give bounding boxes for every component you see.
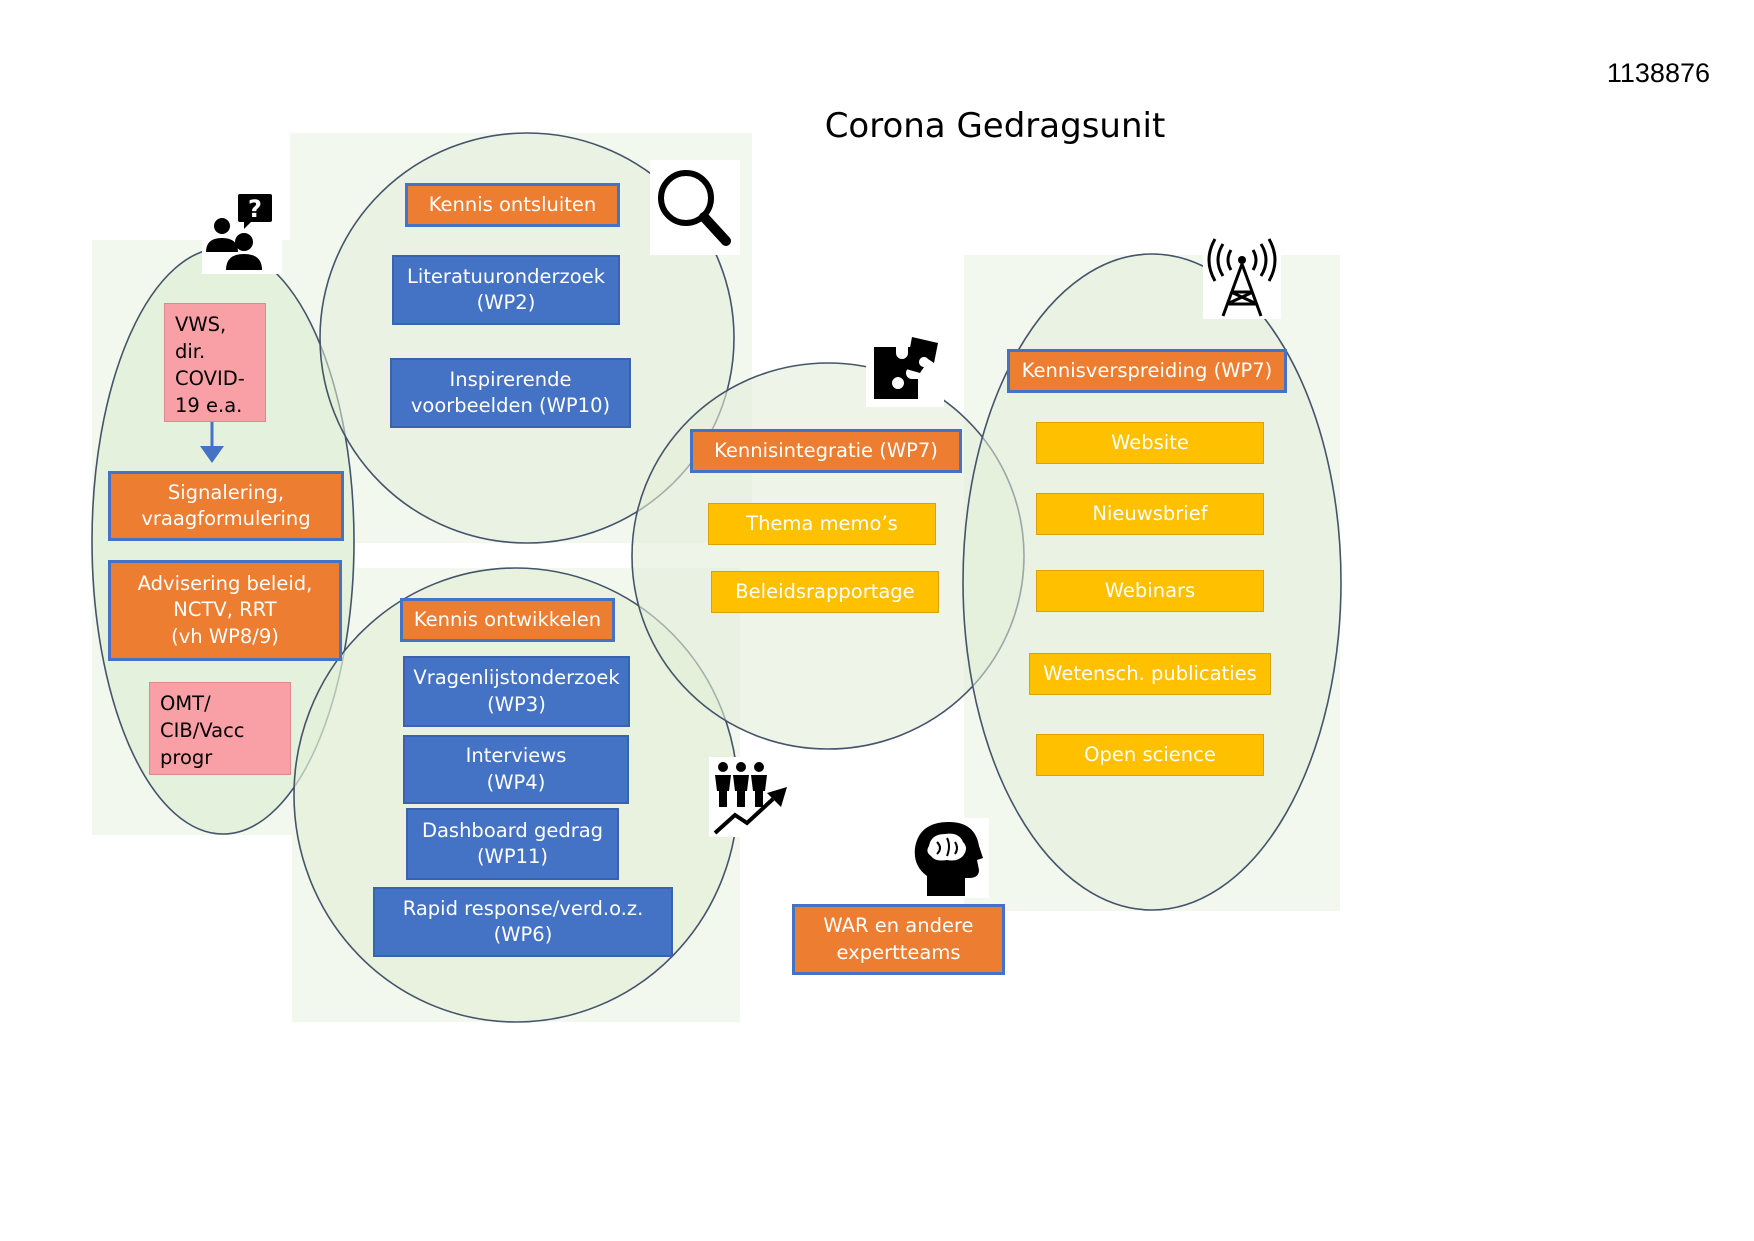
- integratie-item-label: Beleidsrapportage: [735, 579, 915, 603]
- advisering-label: Advisering beleid, NCTV, RRT (vh WP8/9): [137, 572, 313, 648]
- kennis-ontwikkelen-heading: Kennis ontwikkelen: [400, 598, 615, 642]
- expertteams-box: WAR en andere expertteams: [792, 904, 1005, 975]
- kennisverspreiding-heading: Kennisverspreiding (WP7): [1007, 349, 1287, 393]
- signalering-label: Signalering, vraagformulering: [141, 480, 311, 530]
- verspreiding-item: Webinars: [1036, 570, 1264, 612]
- advisering-box: Advisering beleid, NCTV, RRT (vh WP8/9): [108, 560, 342, 661]
- kennis-ontwikkelen-label: Kennis ontwikkelen: [413, 607, 602, 631]
- ontwikkelen-item-label: Rapid response/verd.o.z. (WP6): [402, 896, 644, 946]
- ontwikkelen-item-label: Dashboard gedrag (WP11): [421, 818, 604, 868]
- stakeholder-vws-box: VWS, dir. COVID- 19 e.a.: [164, 303, 266, 422]
- crowd-growth-icon: [709, 757, 795, 837]
- verspreiding-item: Website: [1036, 422, 1264, 464]
- verspreiding-item-label: Open science: [1084, 742, 1216, 766]
- verspreiding-item-label: Website: [1111, 430, 1189, 454]
- ontsluiten-item-label: Inspirerende voorbeelden (WP10): [410, 367, 611, 417]
- svg-text:?: ?: [248, 195, 262, 223]
- kennisintegratie-heading: Kennisintegratie (WP7): [690, 429, 962, 473]
- signalering-box: Signalering, vraagformulering: [108, 471, 344, 541]
- ontwikkelen-item: Dashboard gedrag (WP11): [406, 808, 619, 880]
- ontsluiten-item: Inspirerende voorbeelden (WP10): [390, 358, 631, 428]
- brain-head-icon: [909, 818, 989, 898]
- stakeholder-omt-label: OMT/ CIB/Vacc progr: [160, 692, 245, 769]
- ontwikkelen-item-label: Vragenlijstonderzoek (WP3): [413, 666, 620, 716]
- ontwikkelen-item-label: Interviews (WP4): [465, 744, 567, 794]
- verspreiding-item: Nieuwsbrief: [1036, 493, 1264, 535]
- verspreiding-item-label: Nieuwsbrief: [1092, 501, 1208, 525]
- magnifier-icon: [650, 160, 740, 255]
- stakeholder-omt-box: OMT/ CIB/Vacc progr: [149, 682, 291, 775]
- integratie-item: Thema memo’s: [708, 503, 936, 545]
- ontwikkelen-item: Interviews (WP4): [403, 735, 629, 804]
- integratie-item: Beleidsrapportage: [711, 571, 939, 613]
- puzzle-icon: [866, 333, 944, 407]
- ontwikkelen-item: Rapid response/verd.o.z. (WP6): [373, 887, 673, 957]
- expertteams-label: WAR en andere expertteams: [823, 914, 974, 964]
- kennis-ontsluiten-label: Kennis ontsluiten: [428, 192, 597, 216]
- kennisverspreiding-label: Kennisverspreiding (WP7): [1021, 358, 1273, 382]
- verspreiding-item: Open science: [1036, 734, 1264, 776]
- verspreiding-item: Wetensch. publicaties: [1029, 653, 1271, 695]
- kennisintegratie-label: Kennisintegratie (WP7): [714, 438, 938, 462]
- stakeholder-vws-label: VWS, dir. COVID- 19 e.a.: [175, 313, 245, 417]
- broadcast-tower-icon: [1203, 236, 1281, 319]
- verspreiding-item-label: Webinars: [1104, 578, 1196, 602]
- ontsluiten-circle: [319, 132, 735, 544]
- diagram-title: Corona Gedragsunit: [824, 106, 1166, 146]
- verspreiding-item-label: Wetensch. publicaties: [1043, 661, 1257, 685]
- ontwikkelen-item: Vragenlijstonderzoek (WP3): [403, 656, 630, 727]
- document-id: 1138876: [1606, 58, 1710, 88]
- question-people-icon: ?: [202, 190, 282, 274]
- integratie-item-label: Thema memo’s: [746, 511, 898, 535]
- kennis-ontsluiten-heading: Kennis ontsluiten: [405, 183, 620, 227]
- flow-arrow-head: [200, 446, 224, 463]
- ontsluiten-item-label: Literatuuronderzoek (WP2): [407, 264, 605, 314]
- ontsluiten-item: Literatuuronderzoek (WP2): [392, 255, 620, 325]
